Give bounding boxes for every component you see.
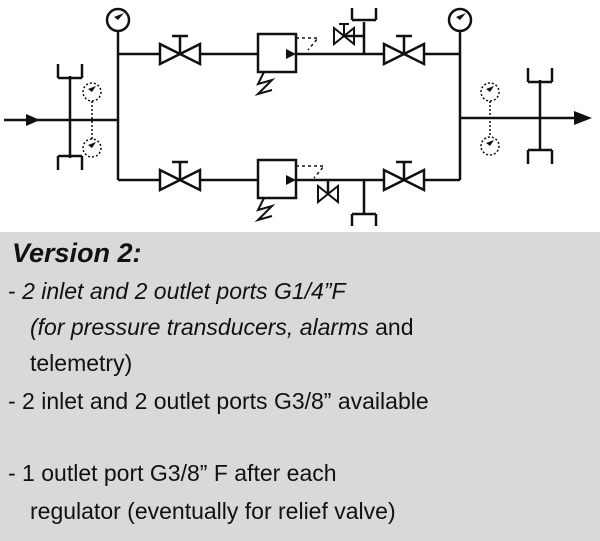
regulator-icon <box>256 32 298 200</box>
feature-line-5: - 1 outlet port G3/8” F after each <box>8 460 337 487</box>
version-title: Version 2: <box>12 238 142 268</box>
feature-line-2-normal: and <box>368 314 414 340</box>
description-panel: Version 2: - 2 inlet and 2 outlet ports … <box>0 232 600 541</box>
inlet-gauge-pair-icon <box>70 82 102 158</box>
outlet-arrow-icon <box>574 111 592 125</box>
regulator-outlet-port-icon <box>326 8 378 226</box>
feature-line-5-a: - 1 outlet port G3/8” <box>8 460 214 486</box>
feature-line-1-text: 2 inlet and 2 outlet ports G1/4”F <box>22 278 346 304</box>
feature-line-3: telemetry) <box>30 350 133 376</box>
schematic-svg <box>4 7 592 226</box>
pressure-regulator-schematic <box>0 0 600 232</box>
spring-icon <box>254 71 276 223</box>
feature-line-5-b: F after each <box>213 460 337 486</box>
relief-valve-icon <box>317 23 355 205</box>
feature-line-2-italic: (for pressure transducers, alarms <box>30 314 369 340</box>
valve-icon <box>158 34 426 193</box>
bullet-dash: - <box>8 278 23 304</box>
outlet-port-icon <box>526 68 554 164</box>
feature-line-1: - 2 inlet and 2 outlet ports G1/4”F <box>8 278 346 305</box>
feature-line-4: - 2 inlet and 2 outlet ports G3/8” avail… <box>8 388 429 414</box>
inlet-port-icon <box>56 64 84 170</box>
outlet-gauge-pair-icon <box>480 82 500 156</box>
inlet-arrow-icon <box>26 114 40 126</box>
feature-line-2: (for pressure transducers, alarms and <box>30 314 414 341</box>
feature-line-6: regulator (eventually for relief valve) <box>30 498 396 524</box>
